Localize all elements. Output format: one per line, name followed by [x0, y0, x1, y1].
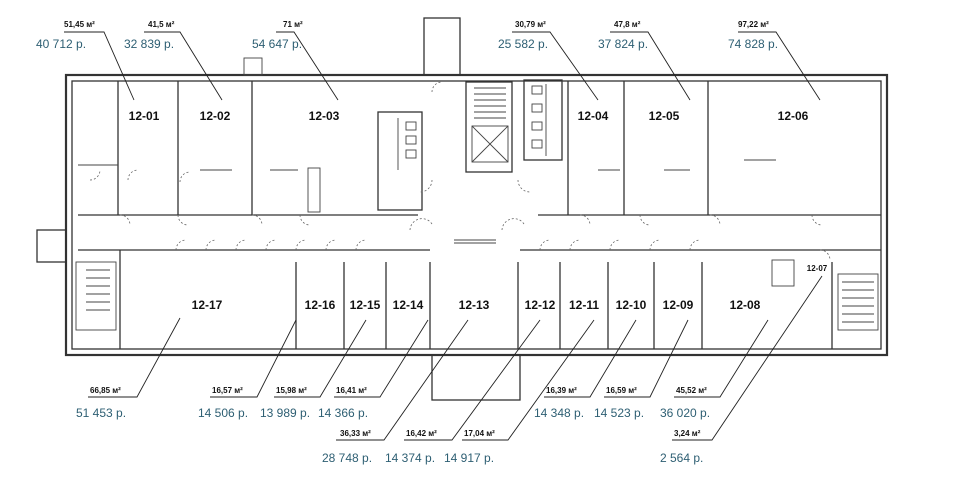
room-label-12-12: 12-12	[525, 298, 556, 312]
room-labels: 12-01 12-02 12-03 12-04 12-05 12-06 12-1…	[129, 109, 828, 312]
area-12-05: 47,8 м²	[614, 20, 641, 29]
area-12-08: 45,52 м²	[676, 386, 707, 395]
room-label-12-07: 12-07	[807, 264, 828, 273]
price-12-17: 51 453 р.	[76, 406, 126, 420]
area-12-10: 16,39 м²	[546, 386, 577, 395]
room-label-12-02: 12-02	[200, 109, 231, 123]
price-12-02: 32 839 р.	[124, 37, 174, 51]
leader-lines	[64, 31, 823, 441]
room-label-12-03: 12-03	[309, 109, 340, 123]
price-12-11: 14 917 р.	[444, 451, 494, 465]
area-12-12: 16,42 м²	[406, 429, 437, 438]
room-label-12-08: 12-08	[730, 298, 761, 312]
price-12-14: 14 366 р.	[318, 406, 368, 420]
price-12-04: 25 582 р.	[498, 37, 548, 51]
price-12-12: 14 374 р.	[385, 451, 435, 465]
area-12-16: 16,57 м²	[212, 386, 243, 395]
room-label-12-01: 12-01	[129, 109, 160, 123]
room-label-12-13: 12-13	[459, 298, 490, 312]
callouts: 51,45 м² 40 712 р. 41,5 м² 32 839 р. 71 …	[36, 20, 778, 465]
room-label-12-04: 12-04	[578, 109, 609, 123]
area-12-14: 16,41 м²	[336, 386, 367, 395]
room-label-12-09: 12-09	[663, 298, 694, 312]
price-12-07: 2 564 р.	[660, 451, 703, 465]
room-label-12-17: 12-17	[192, 298, 223, 312]
area-12-13: 36,33 м²	[340, 429, 371, 438]
area-12-11: 17,04 м²	[464, 429, 495, 438]
area-12-01: 51,45 м²	[64, 20, 95, 29]
area-12-07: 3,24 м²	[674, 429, 701, 438]
area-12-03: 71 м²	[283, 20, 303, 29]
area-12-02: 41,5 м²	[148, 20, 175, 29]
room-label-12-05: 12-05	[649, 109, 680, 123]
area-12-17: 66,85 м²	[90, 386, 121, 395]
room-label-12-06: 12-06	[778, 109, 809, 123]
area-12-09: 16,59 м²	[606, 386, 637, 395]
price-12-10: 14 348 р.	[534, 406, 584, 420]
building-walls	[36, 17, 889, 401]
area-12-04: 30,79 м²	[515, 20, 546, 29]
price-12-03: 54 647 р.	[252, 37, 302, 51]
price-12-08: 36 020 р.	[660, 406, 710, 420]
room-label-12-15: 12-15	[350, 298, 381, 312]
area-12-15: 15,98 м²	[276, 386, 307, 395]
price-12-16: 14 506 р.	[198, 406, 248, 420]
room-label-12-16: 12-16	[305, 298, 336, 312]
price-12-01: 40 712 р.	[36, 37, 86, 51]
price-12-15: 13 989 р.	[260, 406, 310, 420]
price-12-09: 14 523 р.	[594, 406, 644, 420]
price-12-13: 28 748 р.	[322, 451, 372, 465]
area-12-06: 97,22 м²	[738, 20, 769, 29]
price-12-05: 37 824 р.	[598, 37, 648, 51]
room-label-12-10: 12-10	[616, 298, 647, 312]
room-label-12-11: 12-11	[569, 298, 599, 312]
room-label-12-14: 12-14	[393, 298, 424, 312]
price-12-06: 74 828 р.	[728, 37, 778, 51]
